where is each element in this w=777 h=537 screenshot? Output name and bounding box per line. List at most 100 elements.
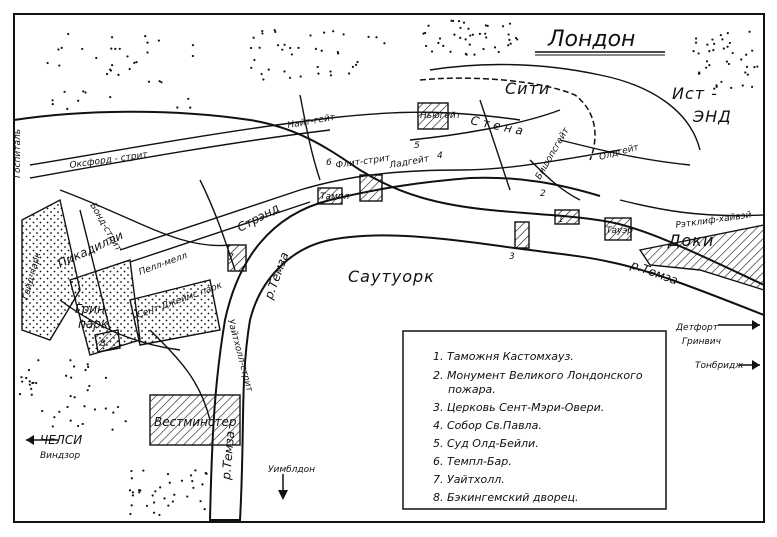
field-dot	[299, 75, 302, 78]
field-dot	[367, 35, 370, 38]
field-dot	[468, 43, 471, 46]
field-dot	[28, 380, 31, 383]
field-dots	[18, 19, 759, 517]
field-dot	[111, 428, 114, 431]
field-dot	[261, 32, 264, 35]
field-dot	[46, 61, 49, 65]
field-dot	[114, 47, 117, 50]
field-dot	[253, 58, 256, 62]
field-dot	[154, 490, 157, 493]
field-dot	[486, 24, 489, 28]
field-dot	[289, 46, 292, 50]
field-dot	[746, 73, 749, 76]
field-dot	[715, 84, 718, 87]
field-dot	[323, 31, 326, 34]
westminster-label: Вестминстер	[154, 415, 237, 429]
field-dot	[158, 80, 161, 83]
field-dot	[95, 56, 98, 60]
field-dot	[262, 78, 265, 81]
legend-item-2: 2. Монумент Великого Лондонского	[433, 369, 643, 382]
field-dot	[66, 107, 69, 110]
field-dot	[118, 47, 121, 50]
field-dot	[151, 494, 154, 497]
field-dot	[138, 491, 141, 494]
field-dot	[117, 73, 120, 76]
field-dot	[157, 39, 160, 42]
field-dot	[297, 46, 300, 49]
docks-area	[638, 224, 765, 291]
field-dot	[69, 359, 72, 362]
field-dot	[332, 30, 335, 33]
field-dot	[158, 513, 161, 517]
field-dot	[146, 41, 149, 44]
field-dot	[129, 512, 132, 516]
field-dot	[422, 32, 425, 35]
legend-item-5: 5. Суд Олд-Бейли.	[433, 437, 539, 450]
field-dot	[740, 58, 743, 61]
field-dot	[748, 30, 751, 33]
field-dot	[21, 380, 24, 383]
field-dot	[744, 71, 747, 74]
field-dot	[27, 368, 31, 372]
field-dot	[276, 44, 280, 47]
field-dot	[741, 84, 744, 87]
svg-text:Детфорт: Детфорт	[675, 323, 719, 333]
field-dot	[356, 60, 359, 64]
field-dot	[28, 383, 31, 386]
field-dot	[745, 53, 748, 56]
field-dot	[30, 387, 33, 390]
customs-building	[554, 209, 580, 225]
marker-2: 2	[540, 189, 546, 199]
field-dot	[507, 33, 510, 36]
field-dot	[144, 35, 147, 38]
field-dot	[104, 376, 108, 379]
field-dot	[283, 43, 286, 46]
field-dot	[133, 61, 136, 64]
field-dot	[191, 54, 194, 58]
field-dot	[347, 72, 351, 75]
field-dot	[159, 486, 162, 489]
field-dot	[63, 90, 66, 93]
field-dot	[375, 36, 378, 39]
marker-6: 6	[326, 158, 332, 168]
field-dot	[731, 51, 734, 55]
field-dot	[130, 477, 133, 480]
field-dot	[84, 91, 87, 94]
field-dot	[459, 36, 462, 39]
field-dot	[160, 81, 163, 84]
westminster-building	[149, 394, 241, 446]
field-dot	[706, 43, 709, 46]
field-dot	[203, 507, 206, 511]
tower-tag: Тауэр	[606, 226, 633, 236]
field-dot	[249, 46, 253, 50]
field-dot	[73, 396, 76, 399]
field-dot	[192, 486, 195, 489]
aldgate-label: Олдгейт	[598, 143, 640, 163]
field-dot	[53, 416, 56, 419]
field-dot	[438, 37, 442, 40]
field-dot	[730, 86, 733, 89]
field-dot	[745, 65, 749, 68]
hyde-park	[21, 198, 81, 341]
field-dot	[124, 420, 127, 423]
whitehall-building	[227, 244, 247, 272]
field-dot	[128, 67, 131, 71]
gate-tag: Госпиталь	[13, 129, 23, 178]
field-dot	[201, 483, 204, 486]
field-dot	[698, 71, 701, 74]
field-dot	[57, 48, 60, 51]
field-dot	[163, 497, 166, 500]
green-park-label-2: парк	[78, 317, 109, 331]
field-dot	[84, 368, 87, 372]
numbered-markers: 1 2 3 4 5 6 7 8	[100, 141, 564, 349]
field-dot	[65, 374, 68, 377]
bridge-building	[514, 221, 530, 249]
field-dot	[87, 365, 90, 369]
field-dot	[58, 410, 61, 413]
field-dot	[713, 42, 716, 46]
marker-7: 7	[228, 253, 234, 263]
field-dot	[83, 405, 86, 408]
marker-8: 8	[100, 339, 106, 349]
field-dot	[145, 504, 149, 507]
field-dot	[131, 494, 135, 497]
